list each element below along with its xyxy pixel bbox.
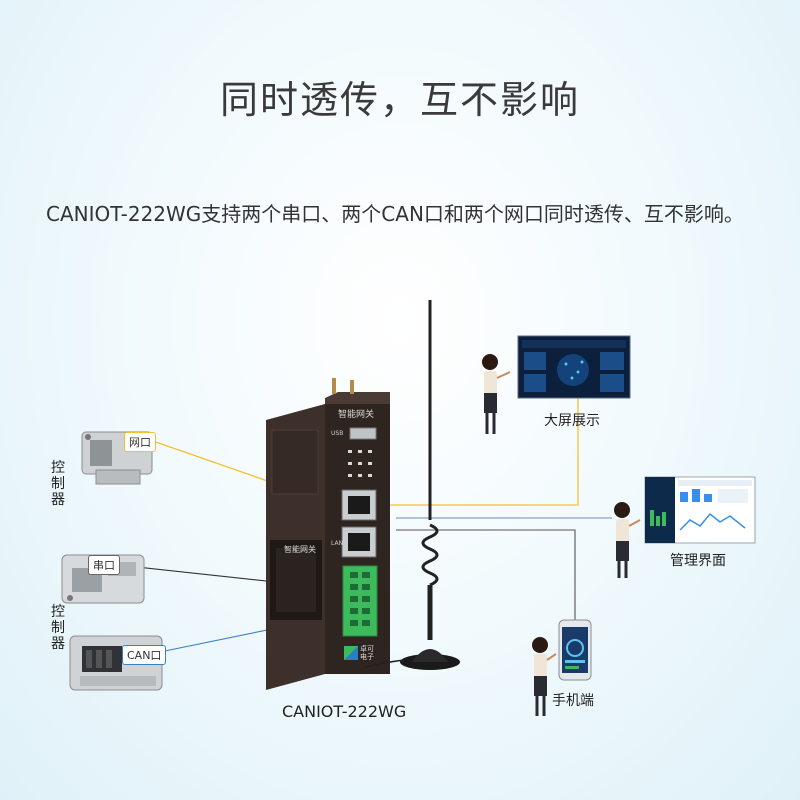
uplink-big-screen-line <box>380 395 579 506</box>
serial-port-tag: 串口 <box>88 555 120 575</box>
big-screen-label: 大屏展示 <box>544 413 600 429</box>
person-presenter-big-screen <box>482 354 511 434</box>
gateway-device <box>266 378 390 690</box>
device-model-caption: CANIOT-222WG <box>282 702 407 721</box>
mobile-label: 手机端 <box>552 693 594 709</box>
device-logo-text-1: 卓可 <box>360 645 374 653</box>
description-text: CANIOT-222WG支持两个串口、两个CAN口和两个网口同时透传、互不影响。 <box>46 202 744 226</box>
person-presenter-mobile <box>532 637 557 716</box>
can-port-tag: CAN口 <box>122 645 167 665</box>
person-presenter-management <box>614 502 641 578</box>
mobile-phone-display <box>558 619 592 681</box>
device-top-label: 智能网关 <box>338 410 375 420</box>
controller-label-1: 控制器 <box>51 460 65 508</box>
management-label: 管理界面 <box>670 553 726 569</box>
management-screen-display <box>644 476 756 544</box>
page-title: 同时透传，互不影响 <box>219 78 580 123</box>
antenna <box>363 300 460 670</box>
ethernet-port-tag: 网口 <box>124 432 156 452</box>
controller-label-2: 控制器 <box>51 604 65 652</box>
lan-port-label: LAN <box>331 540 344 547</box>
device-logo-text-2: 电子 <box>360 653 374 661</box>
device-sticker-title: 智能网关 <box>284 545 316 554</box>
usb-port-label: USB <box>331 430 344 437</box>
uplink-mobile-line <box>396 529 576 628</box>
big-screen-display <box>517 335 631 399</box>
